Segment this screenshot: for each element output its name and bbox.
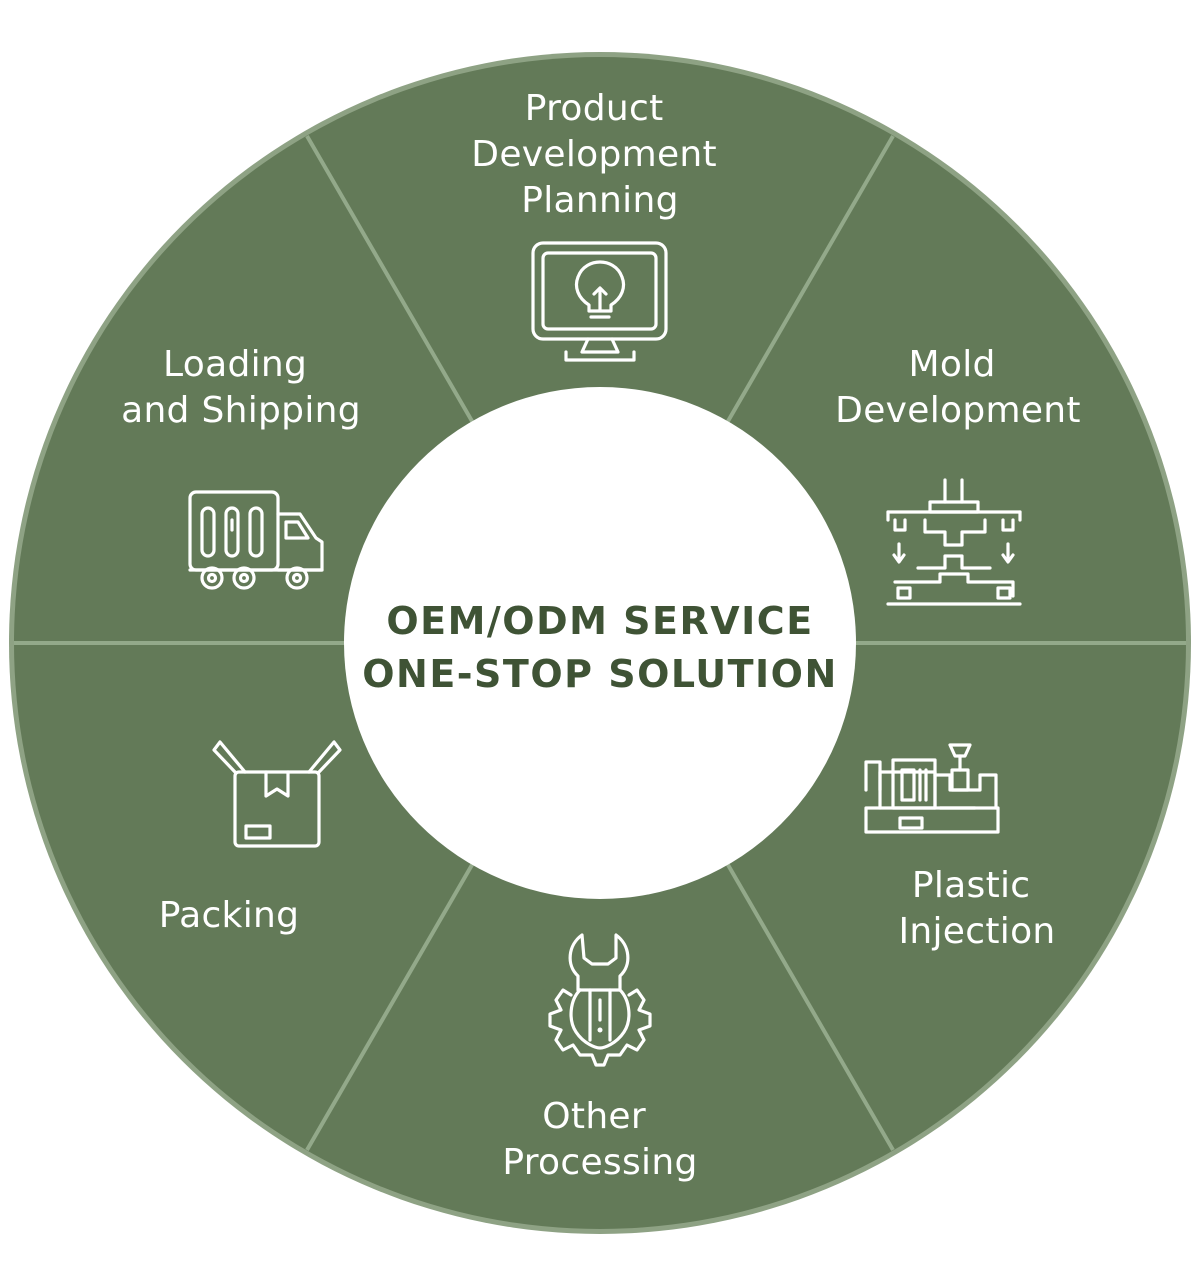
- segment-loading-and-shipping: Loading and Shipping: [121, 344, 361, 590]
- label-line: Other: [542, 1096, 646, 1137]
- monitor-lightbulb-icon: [531, 241, 668, 362]
- divider-bottom-right: [725, 862, 895, 1152]
- label-line: Development: [835, 390, 1081, 431]
- segment-plastic-injection: Plastic Injection: [864, 743, 1055, 952]
- segment-label: Product Development Planning: [471, 88, 728, 221]
- mold-press-icon: [886, 478, 1022, 606]
- divider-top-right: [725, 134, 895, 424]
- segment-label: Packing: [159, 895, 300, 936]
- divider-top-left: [305, 134, 475, 424]
- label-line: Packing: [159, 895, 300, 936]
- divider-bottom-left: [305, 862, 475, 1152]
- label-line: Product: [525, 88, 664, 129]
- label-line: Processing: [502, 1142, 697, 1183]
- label-line: Planning: [521, 180, 678, 221]
- segment-label: Loading and Shipping: [121, 344, 361, 431]
- truck-icon: [188, 490, 324, 590]
- label-line: Mold: [909, 344, 996, 385]
- label-line: Loading: [163, 344, 307, 385]
- center-title-line1: OEM/ODM SERVICE: [386, 599, 813, 643]
- segment-label: Mold Development: [835, 344, 1081, 431]
- wrench-gear-icon: [548, 933, 652, 1067]
- segment-packing: Packing: [159, 740, 342, 936]
- center-title-line2: ONE-STOP SOLUTION: [362, 652, 838, 696]
- label-line: Plastic: [912, 865, 1031, 906]
- segment-label: Other Processing: [502, 1096, 697, 1183]
- segment-dividers: [14, 134, 1186, 1152]
- label-line: Injection: [898, 911, 1055, 952]
- label-line: and Shipping: [121, 390, 361, 431]
- segment-mold-development: Mold Development: [835, 344, 1081, 606]
- segment-label: Plastic Injection: [898, 865, 1055, 952]
- open-box-icon: [212, 740, 342, 848]
- segment-other-processing: Other Processing: [502, 933, 697, 1183]
- label-line: Development: [471, 134, 717, 175]
- segment-product-development-planning: Product Development Planning: [471, 88, 728, 362]
- injection-machine-icon: [864, 743, 1000, 834]
- center-hub: [344, 387, 856, 899]
